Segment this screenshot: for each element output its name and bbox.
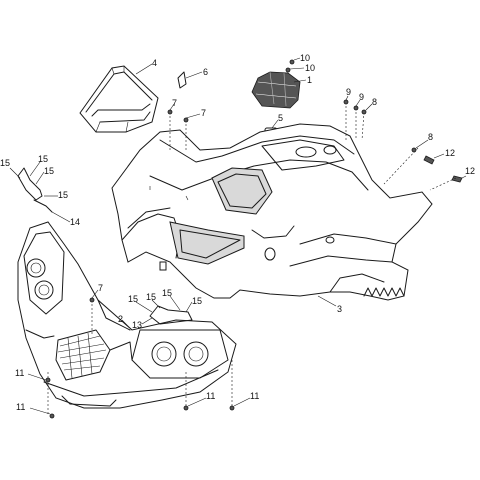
svg-text:9: 9 [359,92,364,102]
part-rear-body-fender [111,123,433,301]
svg-text:9: 9 [346,87,351,97]
svg-text:15: 15 [146,292,156,302]
svg-text:7: 7 [201,108,206,118]
svg-text:6: 6 [203,67,208,77]
svg-text:4: 4 [152,58,157,68]
svg-text:12: 12 [445,148,455,158]
part-center-tank-cover [251,71,301,109]
svg-text:15: 15 [0,158,10,168]
svg-text:7: 7 [172,98,177,108]
fastener-9-8-group [343,99,367,141]
callout-15-b: 15 [29,154,48,177]
callout-12-a: 12 [433,148,455,159]
svg-text:15: 15 [128,294,138,304]
svg-text:15: 15 [38,154,48,164]
svg-text:11: 11 [15,368,24,378]
svg-text:11: 11 [250,391,259,401]
callout-15-d: 15 [44,190,68,200]
callouts: 4 6 10 10 1 7 7 5 [0,53,475,415]
svg-text:12: 12 [465,166,475,176]
callout-9-b: 9 [355,92,364,107]
svg-text:5: 5 [278,113,283,123]
callout-2: 2 [118,314,133,331]
svg-text:13: 13 [132,320,142,330]
part-rear-storage-lid [79,65,159,133]
svg-text:11: 11 [16,402,25,412]
fastener-11-group [45,360,235,419]
svg-text:2: 2 [118,314,123,324]
callout-3: 3 [317,295,342,314]
svg-text:14: 14 [70,217,80,227]
svg-text:15: 15 [192,296,202,306]
svg-text:1: 1 [307,75,312,85]
callout-9-a: 9 [345,87,351,101]
svg-text:15: 15 [44,166,54,176]
callout-8-a: 8 [365,97,377,111]
svg-text:15: 15 [162,288,172,298]
svg-text:3: 3 [337,304,342,314]
callout-13: 13 [132,317,153,330]
part-bracket-14 [17,167,53,213]
part-front-nose-panel [17,221,237,409]
part-clip-6 [177,71,187,89]
svg-text:11: 11 [206,391,215,401]
svg-text:15: 15 [58,190,68,200]
callout-5: 5 [271,113,283,129]
svg-text:8: 8 [428,132,433,142]
callout-12-b: 12 [461,166,475,179]
callout-10b: 10 [289,63,315,73]
svg-text:7: 7 [98,283,103,293]
callout-10a: 10 [293,53,310,63]
fastener-12-8-right [383,147,463,191]
callout-7-c: 7 [91,283,103,299]
callout-7-b: 7 [185,108,206,119]
callout-11-d: 11 [233,391,259,407]
callout-15-c: 15 [35,166,54,185]
callout-4: 4 [135,58,157,75]
svg-text:8: 8 [372,97,377,107]
callout-11-c: 11 [187,391,215,407]
callout-7-a: 7 [169,98,177,111]
callout-8-b: 8 [415,132,433,149]
callout-15-g: 15 [162,288,181,311]
callout-14: 14 [51,211,80,227]
callout-15-h: 15 [185,296,202,313]
svg-text:10: 10 [300,53,310,63]
callout-11-b: 11 [16,402,51,415]
fastener-10-pair [285,59,295,73]
callout-15-e: 15 [128,294,153,313]
callout-15-f: 15 [146,292,161,309]
callout-6: 6 [185,67,208,79]
callout-1: 1 [293,75,312,85]
svg-text:10: 10 [305,63,315,73]
fastener-7-rear [89,109,189,334]
callout-15-a: 15 [0,158,21,179]
callout-11-a: 11 [15,368,47,381]
